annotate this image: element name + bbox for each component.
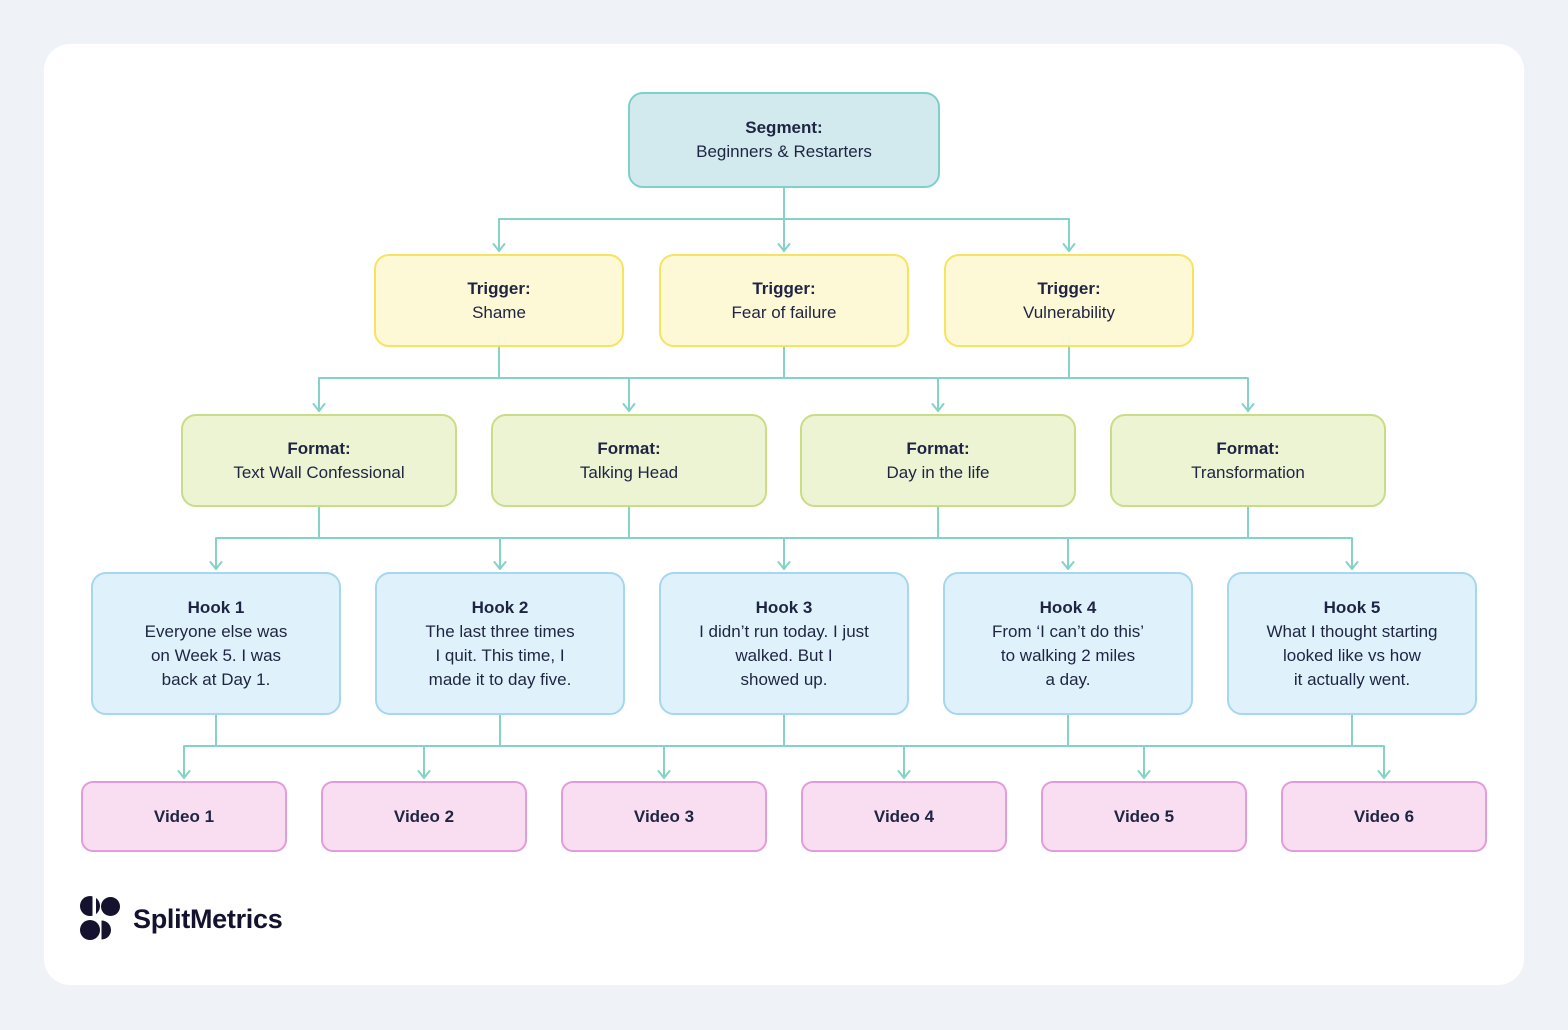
hook-node-1: Hook 1 Everyone else was on Week 5. I wa… (91, 572, 341, 715)
hook-node-2: Hook 2 The last three times I quit. This… (375, 572, 625, 715)
hook-title: Hook 4 (1039, 597, 1097, 617)
video-node-2: Video 2 (321, 781, 527, 852)
trigger-subtitle: Shame (472, 302, 526, 322)
segment-node: Segment: Beginners & Restarters (628, 92, 940, 188)
trigger-node-vulnerability: Trigger: Vulnerability (944, 254, 1194, 347)
format-node-text-wall-confessional: Format: Text Wall Confessional (181, 414, 457, 507)
hook-body: What I thought starting looked like vs h… (1266, 621, 1438, 689)
video-node-1: Video 1 (81, 781, 287, 852)
splitmetrics-wordmark: SplitMetrics (133, 903, 283, 934)
trigger-subtitle: Vulnerability (1023, 302, 1115, 322)
video-label: Video 5 (1113, 806, 1175, 826)
hook-title: Hook 3 (755, 597, 813, 617)
video-label: Video 3 (633, 806, 695, 826)
hook-body: Everyone else was on Week 5. I was back … (144, 621, 288, 689)
format-subtitle: Text Wall Confessional (233, 462, 405, 482)
format-node-transformation: Format: Transformation (1110, 414, 1386, 507)
hook-body: The last three times I quit. This time, … (425, 621, 575, 689)
video-node-4: Video 4 (801, 781, 1007, 852)
format-subtitle: Talking Head (579, 462, 679, 482)
trigger-node-fear-of-failure: Trigger: Fear of failure (659, 254, 909, 347)
trigger-node-shame: Trigger: Shame (374, 254, 624, 347)
hook-node-5: Hook 5 What I thought starting looked li… (1227, 572, 1477, 715)
format-subtitle: Day in the life (886, 462, 990, 482)
trigger-title: Trigger: (752, 278, 816, 298)
video-label: Video 2 (393, 806, 455, 826)
splitmetrics-logo: SplitMetrics (80, 896, 283, 942)
video-node-3: Video 3 (561, 781, 767, 852)
format-title: Format: (287, 438, 351, 458)
hook-node-3: Hook 3 I didn’t run today. I just walked… (659, 572, 909, 715)
hook-title: Hook 1 (187, 597, 245, 617)
video-label: Video 1 (153, 806, 215, 826)
video-node-5: Video 5 (1041, 781, 1247, 852)
format-node-talking-head: Format: Talking Head (491, 414, 767, 507)
format-title: Format: (906, 438, 970, 458)
hook-title: Hook 2 (471, 597, 529, 617)
video-label: Video 4 (873, 806, 935, 826)
format-subtitle: Transformation (1191, 462, 1305, 482)
format-title: Format: (597, 438, 661, 458)
segment-subtitle: Beginners & Restarters (696, 142, 872, 161)
video-node-6: Video 6 (1281, 781, 1487, 852)
splitmetrics-logo-icon (80, 896, 120, 940)
trigger-title: Trigger: (467, 278, 531, 298)
hook-body: From ‘I can’t do this’ to walking 2 mile… (991, 621, 1145, 689)
hook-body: I didn’t run today. I just walked. But I… (699, 621, 869, 689)
trigger-subtitle: Fear of failure (731, 302, 837, 322)
hook-node-4: Hook 4 From ‘I can’t do this’ to walking… (943, 572, 1193, 715)
video-label: Video 6 (1353, 806, 1415, 826)
trigger-title: Trigger: (1037, 278, 1101, 298)
format-node-day-in-the-life: Format: Day in the life (800, 414, 1076, 507)
segment-title: Segment: (745, 118, 823, 137)
hook-title: Hook 5 (1323, 597, 1381, 617)
format-title: Format: (1216, 438, 1280, 458)
